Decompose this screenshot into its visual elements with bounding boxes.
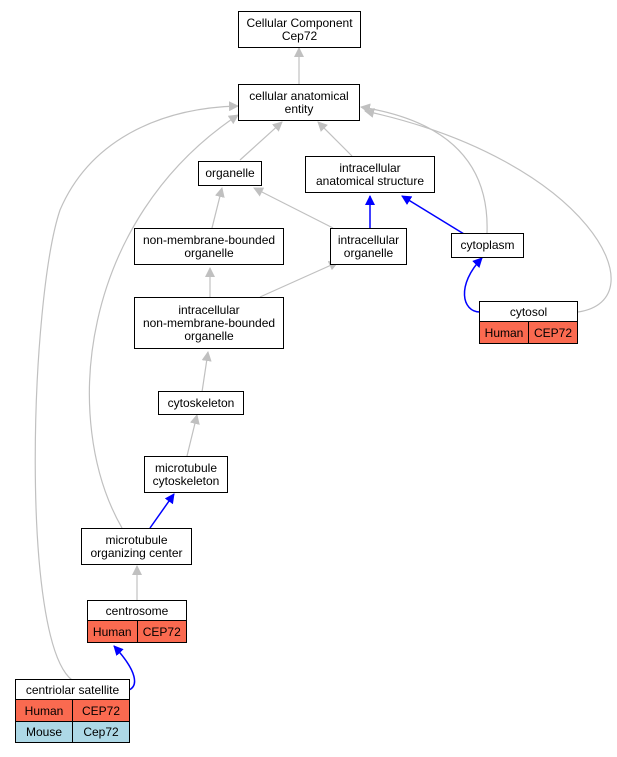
- node-cellular-anatomical-entity[interactable]: cellular anatomical entity: [238, 84, 360, 121]
- edge-cytoskeleton-inmbo: [201, 351, 212, 393]
- node-title: centrosome: [88, 601, 186, 621]
- edge-nmbo-organelle: [211, 187, 225, 229]
- species-cell: Human: [88, 621, 137, 642]
- species-cell: Mouse: [16, 722, 72, 742]
- node-cellular-component-cep72[interactable]: Cellular Component Cep72: [238, 11, 361, 48]
- node-cytosol[interactable]: cytosol Human CEP72: [479, 301, 578, 344]
- node-title: centriolar satellite: [16, 680, 129, 700]
- node-centriolar-satellite[interactable]: centriolar satellite Human CEP72 Mouse C…: [15, 679, 130, 743]
- species-cell: Human: [16, 700, 72, 721]
- node-microtubule-organizing-center[interactable]: microtubule organizing center: [81, 528, 192, 565]
- node-centrosome[interactable]: centrosome Human CEP72: [87, 600, 187, 643]
- edge-io-organelle: [253, 187, 334, 229]
- node-title: cytosol: [480, 302, 577, 322]
- node-microtubule-cytoskeleton[interactable]: microtubule cytoskeleton: [144, 456, 228, 493]
- edge-ias-cae: [317, 121, 353, 157]
- gene-cell: CEP72: [136, 621, 186, 642]
- edge-inmbo-io: [259, 261, 339, 298]
- node-non-membrane-bounded-organelle[interactable]: non-membrane-bounded organelle: [134, 228, 284, 265]
- edge-centriolar-centrosome: [113, 645, 136, 691]
- edge-cytoplasm-cae: [360, 103, 488, 234]
- edge-organelle-cae: [239, 121, 283, 161]
- edge-centriolar-cae: [34, 101, 239, 681]
- edge-mtoc-mtcs: [149, 493, 175, 529]
- node-intracellular-anatomical-structure[interactable]: intracellular anatomical structure: [305, 156, 435, 193]
- node-intracellular-non-membrane-bounded-organelle[interactable]: intracellular non-membrane-bounded organ…: [134, 297, 284, 349]
- species-cell: Human: [480, 322, 528, 343]
- node-cytoplasm[interactable]: cytoplasm: [451, 233, 524, 258]
- edge-cytosol-cae: [364, 108, 612, 313]
- edge-cytosol-cytoplasm: [463, 257, 483, 313]
- node-intracellular-organelle[interactable]: intracellular organelle: [330, 228, 407, 265]
- edge-mtcs-cytoskeleton: [186, 414, 200, 457]
- gene-cell: CEP72: [72, 700, 129, 721]
- edge-cytoplasm-ias: [401, 195, 465, 235]
- gene-cell: CEP72: [528, 322, 577, 343]
- edge-mtoc-cae: [88, 114, 239, 529]
- gene-cell: Cep72: [72, 722, 129, 742]
- node-organelle[interactable]: organelle: [198, 161, 262, 186]
- node-cytoskeleton[interactable]: cytoskeleton: [158, 391, 244, 415]
